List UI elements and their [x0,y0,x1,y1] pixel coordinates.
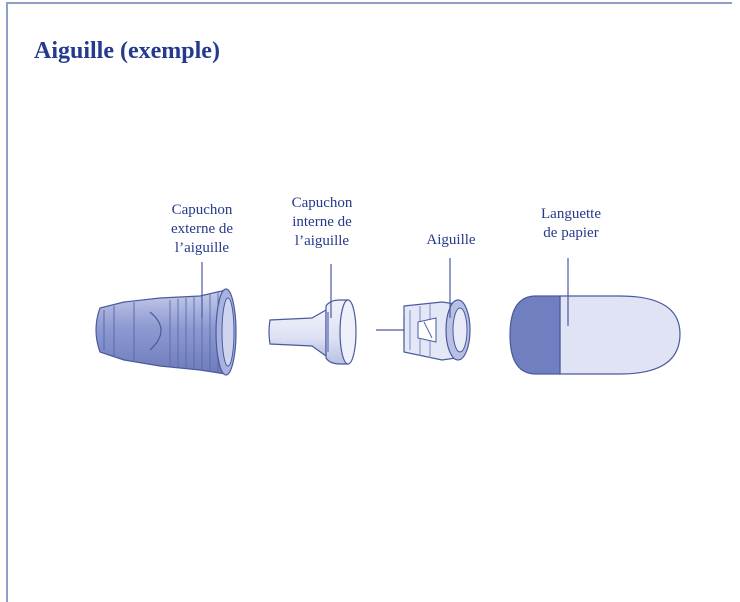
diagram-title: Aiguille (exemple) [34,38,220,64]
needle-shape [376,299,471,361]
diagram-frame [6,2,732,602]
outer-cap-shape [95,288,237,376]
inner-cap-label: Capuchon interne de l’aiguille [291,195,353,249]
outer-cap-label: Capuchon externe de l’aiguille [170,202,234,256]
inner-cap-shape [268,299,357,365]
paper-tab-label: Languette de papier [541,206,601,241]
paper-tab-shape [509,295,681,375]
needle-label: Aiguille [426,232,476,248]
needle-assembly-illustration [95,258,681,376]
